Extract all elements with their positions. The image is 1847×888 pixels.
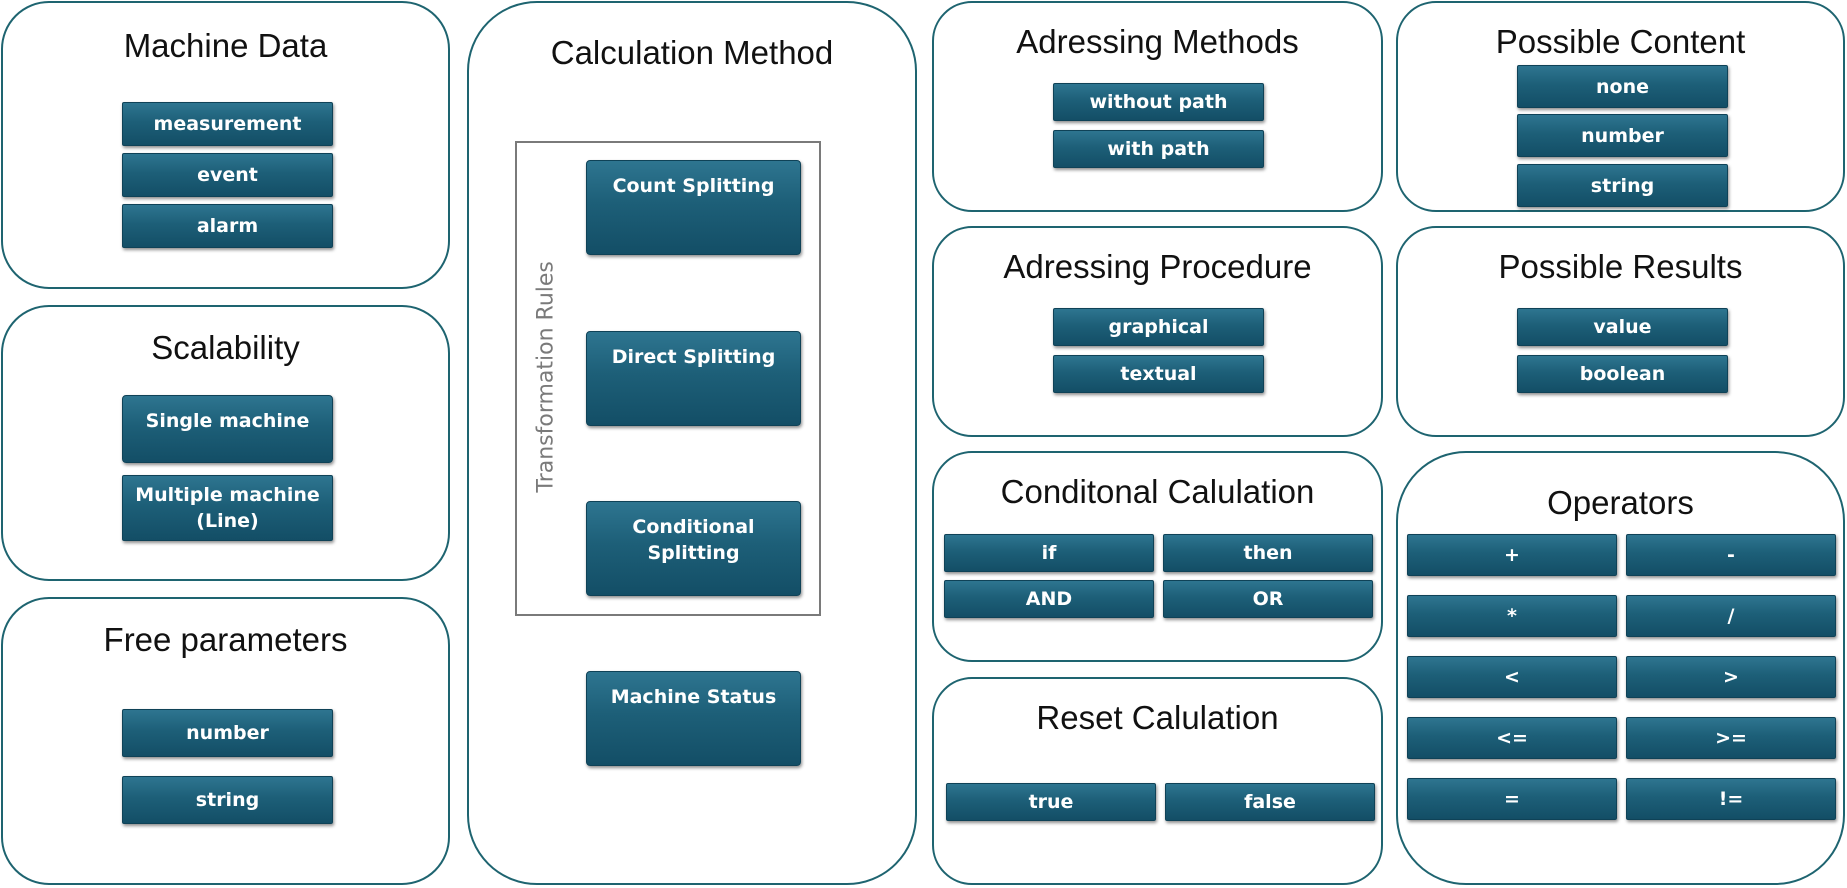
- conditional-calculation-panel: Conditonal Calulation if then AND OR: [932, 451, 1383, 662]
- single-machine-button[interactable]: Single machine: [122, 395, 333, 463]
- minus-operator-button[interactable]: -: [1626, 534, 1836, 576]
- plus-operator-button[interactable]: +: [1407, 534, 1617, 576]
- multiple-machine-label: Multiple machine: [135, 484, 320, 506]
- event-button[interactable]: event: [122, 153, 333, 197]
- content-string-button[interactable]: string: [1517, 164, 1728, 207]
- machine-status-button[interactable]: Machine Status: [586, 671, 801, 766]
- less-equal-operator-button[interactable]: <=: [1407, 717, 1617, 759]
- operators-panel: Operators + - * / < > <= >= = !=: [1396, 451, 1845, 885]
- single-machine-label: Single machine: [145, 410, 310, 432]
- multiple-machine-button[interactable]: Multiple machine (Line): [122, 475, 333, 541]
- scalability-title: Scalability: [151, 329, 300, 366]
- measurement-button[interactable]: measurement: [122, 102, 333, 146]
- free-parameters-panel: Free parameters number string: [1, 597, 450, 885]
- with-path-button[interactable]: with path: [1053, 130, 1264, 168]
- and-button[interactable]: AND: [944, 580, 1154, 618]
- multiply-operator-button[interactable]: *: [1407, 595, 1617, 637]
- scalability-panel: Scalability Single machine Multiple mach…: [1, 305, 450, 581]
- content-none-button[interactable]: none: [1517, 65, 1728, 108]
- free-number-button[interactable]: number: [122, 709, 333, 757]
- without-path-button[interactable]: without path: [1053, 83, 1264, 121]
- operators-title: Operators: [1547, 484, 1694, 521]
- transformation-rules-group: Transformation Rules: [515, 141, 821, 616]
- transformation-rules-label: Transformation Rules: [533, 261, 559, 493]
- not-equal-operator-button[interactable]: !=: [1626, 778, 1836, 820]
- graphical-button[interactable]: graphical: [1053, 308, 1264, 346]
- equal-operator-button[interactable]: =: [1407, 778, 1617, 820]
- possible-results-panel: Possible Results value boolean: [1396, 226, 1845, 437]
- count-splitting-button[interactable]: Count Splitting: [586, 160, 801, 255]
- free-parameters-title: Free parameters: [103, 621, 348, 658]
- addressing-methods-panel: Adressing Methods without path with path: [932, 1, 1383, 212]
- value-button[interactable]: value: [1517, 308, 1728, 346]
- then-button[interactable]: then: [1163, 534, 1373, 572]
- divide-operator-button[interactable]: /: [1626, 595, 1836, 637]
- greater-equal-operator-button[interactable]: >=: [1626, 717, 1836, 759]
- addressing-procedure-panel: Adressing Procedure graphical textual: [932, 226, 1383, 437]
- possible-results-title: Possible Results: [1498, 248, 1743, 285]
- possible-content-title: Possible Content: [1495, 23, 1746, 60]
- boolean-button[interactable]: boolean: [1517, 355, 1728, 393]
- multiple-machine-line-label: (Line): [196, 510, 259, 532]
- if-button[interactable]: if: [944, 534, 1154, 572]
- true-button[interactable]: true: [946, 783, 1156, 821]
- direct-splitting-button[interactable]: Direct Splitting: [586, 331, 801, 426]
- greater-than-operator-button[interactable]: >: [1626, 656, 1836, 698]
- conditional-calculation-title: Conditonal Calulation: [1000, 473, 1315, 510]
- reset-calculation-panel: Reset Calulation true false: [932, 677, 1383, 885]
- calculation-method-title: Calculation Method: [550, 34, 834, 71]
- less-than-operator-button[interactable]: <: [1407, 656, 1617, 698]
- addressing-procedure-title: Adressing Procedure: [1003, 248, 1312, 285]
- textual-button[interactable]: textual: [1053, 355, 1264, 393]
- addressing-methods-title: Adressing Methods: [1016, 23, 1299, 60]
- machine-data-panel: Machine Data measurement event alarm: [1, 1, 450, 289]
- alarm-button[interactable]: alarm: [122, 204, 333, 248]
- machine-data-title: Machine Data: [123, 27, 328, 64]
- free-string-button[interactable]: string: [122, 776, 333, 824]
- false-button[interactable]: false: [1165, 783, 1375, 821]
- possible-content-panel: Possible Content none number string: [1396, 1, 1845, 212]
- calculation-method-panel: Calculation Method Transformation Rules …: [467, 1, 917, 885]
- content-number-button[interactable]: number: [1517, 114, 1728, 157]
- reset-calculation-title: Reset Calulation: [1036, 699, 1279, 736]
- or-button[interactable]: OR: [1163, 580, 1373, 618]
- conditional-splitting-button[interactable]: Conditional Splitting: [586, 501, 801, 596]
